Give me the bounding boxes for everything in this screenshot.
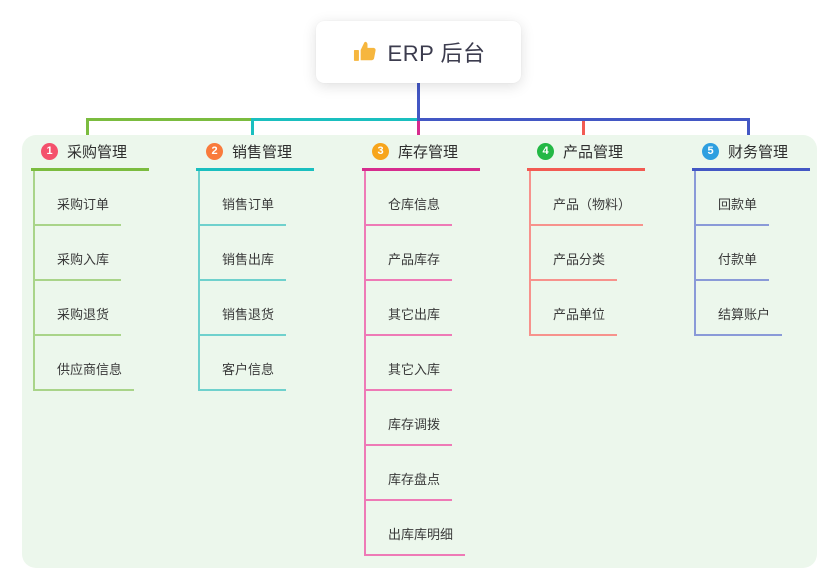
connector-drop-branch-5 (747, 118, 750, 146)
branch-header: 3 库存管理 (362, 140, 480, 171)
child-row: 供应商信息 (31, 336, 161, 391)
child-node-label: 其它入库 (364, 359, 453, 391)
child-row: 仓库信息 (362, 171, 492, 226)
branch-title: 销售管理 (232, 144, 293, 161)
child-node-label: 产品单位 (529, 304, 618, 336)
child-row: 采购退货 (31, 281, 161, 336)
child-node-label: 库存盘点 (364, 469, 453, 501)
connector-rail-middle (251, 118, 417, 121)
child-row: 产品库存 (362, 226, 492, 281)
root-node: ERP 后台 (316, 21, 521, 83)
branch-number-badge: 3 (372, 143, 389, 160)
child-row: 结算账户 (692, 281, 822, 336)
child-row: 产品单位 (527, 281, 657, 336)
branch-4: 4 产品管理 产品（物料） 产品分类 产品单位 (527, 140, 657, 336)
child-row: 客户信息 (196, 336, 326, 391)
child-row: 库存调拨 (362, 391, 492, 446)
child-node-label: 回款单 (694, 194, 770, 226)
child-node-label: 供应商信息 (33, 359, 135, 391)
branch-5: 5 财务管理 回款单 付款单 结算账户 (692, 140, 822, 336)
connector-drop-branch-2 (251, 118, 254, 146)
branch-header: 4 产品管理 (527, 140, 645, 171)
child-row: 销售退货 (196, 281, 326, 336)
child-node-label: 付款单 (694, 249, 770, 281)
child-node-label: 采购订单 (33, 194, 122, 226)
child-row: 出库库明细 (362, 501, 492, 556)
child-node-label: 出库库明细 (364, 524, 466, 556)
connector-drop-branch-4 (582, 118, 585, 146)
branch-children: 产品（物料） 产品分类 产品单位 (527, 171, 657, 336)
branch-header: 1 采购管理 (31, 140, 149, 171)
connector-drop-branch-3 (417, 118, 420, 146)
child-row: 产品（物料） (527, 171, 657, 226)
child-row: 其它出库 (362, 281, 492, 336)
child-row: 回款单 (692, 171, 822, 226)
child-row: 采购入库 (31, 226, 161, 281)
branch-children: 销售订单 销售出库 销售退货 客户信息 (196, 171, 326, 391)
child-node-label: 销售出库 (198, 249, 287, 281)
thumbs-up-icon (353, 41, 376, 61)
branch-title: 财务管理 (728, 144, 789, 161)
child-node-label: 采购退货 (33, 304, 122, 336)
branch-children: 回款单 付款单 结算账户 (692, 171, 822, 336)
branch-spine-line (198, 171, 200, 391)
branch-children: 仓库信息 产品库存 其它出库 其它入库 库存调拨 库存盘点 出库库明细 (362, 171, 492, 556)
branch-2: 2 销售管理 销售订单 销售出库 销售退货 客户信息 (196, 140, 326, 391)
branch-children: 采购订单 采购入库 采购退货 供应商信息 (31, 171, 161, 391)
branch-title: 产品管理 (563, 144, 624, 161)
branch-spine-line (33, 171, 35, 391)
connector-rail-left (86, 118, 251, 121)
connector-drop-branch-1 (86, 118, 89, 146)
child-row: 库存盘点 (362, 446, 492, 501)
child-node-label: 其它出库 (364, 304, 453, 336)
branch-title: 采购管理 (67, 144, 128, 161)
branch-spine-line (529, 171, 531, 336)
connector-rail-right (417, 118, 750, 121)
branch-header: 2 销售管理 (196, 140, 314, 171)
child-node-label: 库存调拨 (364, 414, 453, 446)
child-row: 产品分类 (527, 226, 657, 281)
child-row: 销售出库 (196, 226, 326, 281)
child-node-label: 产品库存 (364, 249, 453, 281)
child-row: 销售订单 (196, 171, 326, 226)
child-node-label: 仓库信息 (364, 194, 453, 226)
child-row: 其它入库 (362, 336, 492, 391)
child-node-label: 结算账户 (694, 304, 783, 336)
branch-number-badge: 2 (206, 143, 223, 160)
connector-root-stem (417, 83, 420, 121)
branch-number-badge: 4 (537, 143, 554, 160)
child-node-label: 采购入库 (33, 249, 122, 281)
child-row: 付款单 (692, 226, 822, 281)
branch-spine-line (694, 171, 696, 336)
child-node-label: 销售订单 (198, 194, 287, 226)
branch-number-badge: 1 (41, 143, 58, 160)
child-node-label: 客户信息 (198, 359, 287, 391)
branch-number-badge: 5 (702, 143, 719, 160)
branch-title: 库存管理 (398, 144, 459, 161)
child-row: 采购订单 (31, 171, 161, 226)
child-node-label: 产品分类 (529, 249, 618, 281)
thumbs-up-shape (353, 41, 376, 61)
branches-panel (22, 135, 817, 568)
branch-header: 5 财务管理 (692, 140, 810, 171)
child-node-label: 产品（物料） (529, 194, 644, 226)
branch-spine-line (364, 171, 366, 556)
child-node-label: 销售退货 (198, 304, 287, 336)
branch-3: 3 库存管理 仓库信息 产品库存 其它出库 其它入库 库存调拨 库存盘点 出库库… (362, 140, 492, 556)
root-node-label: ERP 后台 (387, 41, 486, 66)
branch-1: 1 采购管理 采购订单 采购入库 采购退货 供应商信息 (31, 140, 161, 391)
